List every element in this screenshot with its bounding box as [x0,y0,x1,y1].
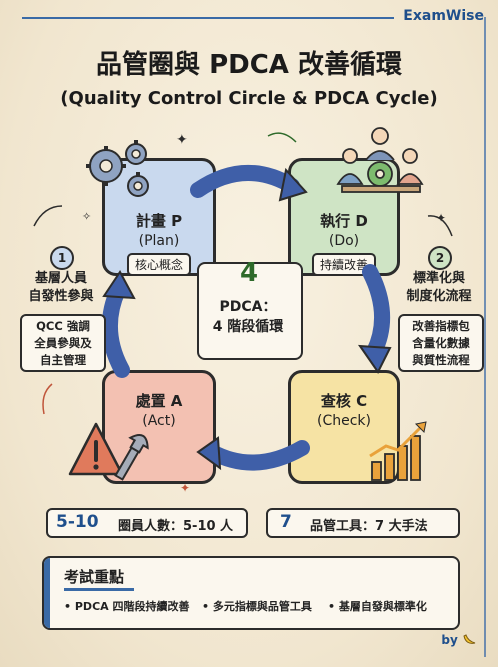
brand-logo: ExamWise [403,8,484,24]
stat-tools: 7 品管工具：7 大手法 [266,508,460,538]
note-2-number: 2 [428,246,452,270]
note-1-number: 1 [50,246,74,270]
side-rule [484,17,486,657]
sketch-arrow-icon [427,215,453,237]
exam-item-1-text: PDCA 四階段持續改善 [74,600,190,613]
page-title: 品管圈與 PDCA 改善循環 [96,50,402,80]
note-2-line-1: 標準化與 [412,271,465,286]
exam-item-3: • 基層自發與標準化 [328,600,427,613]
center-line-1: PDCA： [219,299,277,315]
note-2-box: 改善指標包 含量化數據 與質性流程 [398,314,484,372]
arrow-do-to-check [357,264,392,374]
growth-chart-icon [369,421,427,481]
banana-icon [463,634,476,644]
warning-wrench-icon [68,422,149,481]
stat-members-number: 5-10 [56,512,99,532]
check-label: 查核 C [320,392,368,410]
arrow-act-to-plan [102,270,136,378]
stat-members: 5-10 圈員人數：5-10 人 [46,508,248,538]
sketch-arrow-icon [267,132,297,143]
page-subtitle: (Quality Control Circle & PDCA Cycle) [60,88,438,109]
plan-quadrant: 計畫 P (Plan) 核心概念 [102,158,216,276]
note-1-line-2: 自發性參與 [28,289,94,304]
exam-item-3-text: 基層自發與標準化 [338,600,427,613]
do-tag: 持續改善 [311,253,377,276]
note-1-box-line-3: 自主管理 [40,353,86,367]
do-label: 執行 D [320,212,368,230]
exam-title: 考試重點 [64,568,125,586]
exam-item-1: • PDCA 四階段持續改善 [64,600,190,613]
note-2-box-line-1: 改善指標包 [412,319,470,333]
byline-text: by [441,633,458,647]
note-2-text: 標準化與 制度化流程 [396,270,482,306]
stat-tools-number: 7 [280,512,292,532]
center-number: 4 [239,258,259,288]
do-sub: (Do) [328,233,360,249]
header-rule [22,17,394,19]
exam-accent-bar [44,558,50,628]
byline: by [441,632,476,647]
note-1-line-1: 基層人員 [34,271,87,286]
plan-sub: (Plan) [138,233,180,249]
gears-icon [86,140,149,197]
note-1-text: 基層人員 自發性參與 [20,270,102,306]
plan-label: 計畫 P [135,212,183,230]
sketch-arrow-icon [33,205,63,227]
exam-item-2: • 多元指標與品管工具 [202,600,312,613]
stat-members-label: 圈員人數：5-10 人 [118,519,234,534]
check-sub: (Check) [317,413,371,429]
note-2-line-2: 制度化流程 [406,289,472,304]
team-meeting-icon [336,127,424,193]
act-label: 處置 A [135,392,183,410]
sparkle-icon: ✦ [436,211,446,225]
note-2-box-line-3: 與質性流程 [412,353,470,367]
center-text: PDCA： 4 階段循環 [197,297,299,337]
note-2-box-line-2: 含量化數據 [412,336,470,350]
act-sub: (Act) [142,413,176,429]
sparkle-icon: ✧ [82,210,91,223]
stat-tools-label: 品管工具：7 大手法 [310,519,428,534]
note-1-box: QCC 強調 全員參與及 自主管理 [20,314,106,372]
exam-item-2-text: 多元指標與品管工具 [212,600,312,613]
sketch-arrow-icon [42,383,53,415]
note-1-box-line-2: 全員參與及 [34,336,92,350]
center-line-2: 4 階段循環 [212,319,284,335]
arrow-plan-to-do [190,164,308,202]
exam-title-underline [64,588,134,591]
plan-tag: 核心概念 [126,253,192,276]
sparkle-icon: ✦ [180,481,190,495]
exam-points-box: 考試重點 • PDCA 四階段持續改善 • 多元指標與品管工具 • 基層自發與標… [42,556,460,630]
arrow-check-to-act [196,436,310,471]
center-box [197,262,303,360]
note-1-box-line-1: QCC 強調 [36,319,90,333]
sparkle-icon: ✦ [176,132,188,148]
